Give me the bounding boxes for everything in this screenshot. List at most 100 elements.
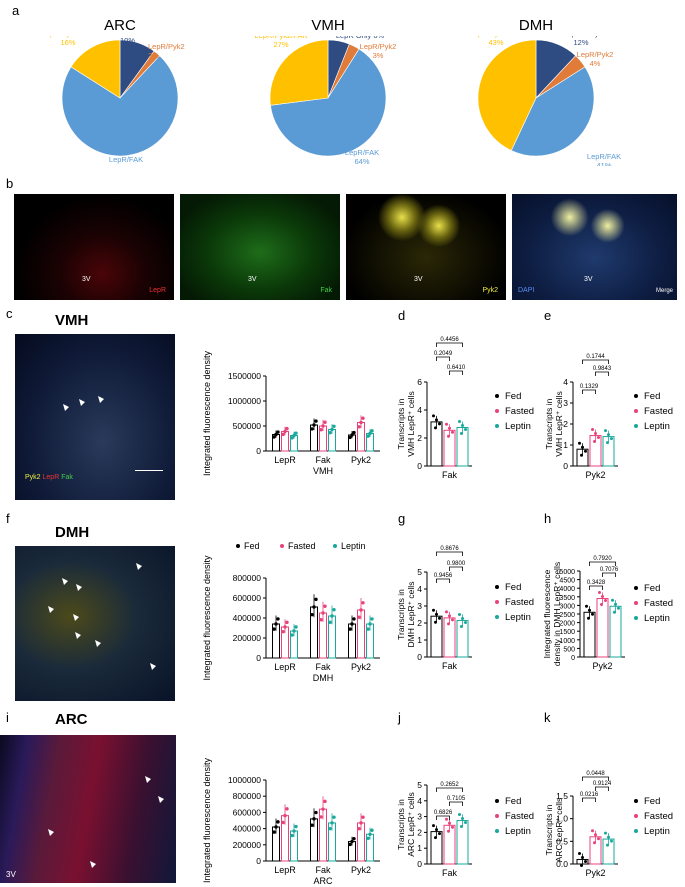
- merge-label: Merge: [655, 288, 673, 294]
- data-point: [598, 591, 601, 595]
- legend-label-fasted: Fasted: [644, 598, 673, 609]
- y-tick-label: 0: [571, 655, 575, 662]
- data-point: [285, 426, 289, 431]
- legend-label-leptin: Leptin: [644, 826, 670, 837]
- data-point: [321, 611, 325, 615]
- data-point: [601, 595, 604, 599]
- legend-label-leptin: Leptin: [644, 421, 670, 432]
- p-value-label: 0.9124: [593, 781, 612, 787]
- y-tick-label: 500000: [233, 421, 262, 431]
- data-point: [461, 817, 464, 821]
- y-tick-label: 4: [417, 796, 422, 806]
- pie-dmh-slice-lepr_fak: [510, 66, 595, 157]
- legend-label-fasted: Fasted: [644, 406, 673, 417]
- data-point: [348, 435, 352, 440]
- significance-bracket: [436, 356, 450, 361]
- data-point: [458, 813, 461, 817]
- legend-marker-fasted: [634, 409, 638, 413]
- data-point: [357, 615, 361, 619]
- data-point: [332, 424, 336, 428]
- data-point: [448, 426, 451, 430]
- data-point: [435, 418, 438, 422]
- data-point: [330, 427, 334, 432]
- data-point: [578, 851, 581, 855]
- y-tick-label: 3: [563, 398, 568, 408]
- channel-label-lepr: LepR: [149, 287, 166, 294]
- x-tick-label: Pyk2: [351, 865, 371, 875]
- p-value-label: 0.1744: [586, 354, 605, 360]
- data-point: [283, 813, 287, 818]
- panel-letter-e: e: [544, 308, 552, 323]
- ventricle-label: 3V: [82, 276, 91, 283]
- p-value-label: 0.3428: [587, 580, 606, 586]
- legend-label-fasted: Fasted: [288, 541, 316, 551]
- data-point: [283, 625, 287, 629]
- y-tick-label: 0: [417, 652, 422, 662]
- legend-marker-fasted: [280, 544, 284, 548]
- data-point: [359, 608, 363, 612]
- data-point: [350, 839, 354, 844]
- pie-vmh-label-lepr_pyk2_fak: LepR/Pyk2/FAK27%: [255, 36, 308, 49]
- legend-marker-fed: [634, 586, 638, 590]
- micrograph-fak: 3V Fak: [180, 194, 340, 300]
- x-tick-label: Pyk2: [351, 662, 371, 672]
- panel-letter-h: h: [544, 511, 552, 526]
- y-tick-label: 3: [417, 812, 422, 822]
- image-title-vmh: VMH: [55, 312, 89, 329]
- pie-title-arc: ARC: [104, 17, 136, 34]
- data-point: [451, 430, 454, 434]
- legend-label-fed: Fed: [505, 796, 521, 807]
- data-point: [438, 616, 441, 620]
- x-tick-label: Pyk2: [351, 455, 371, 465]
- data-point: [272, 627, 276, 631]
- y-tick-label: 1000000: [228, 775, 261, 785]
- y-tick-label: 400000: [233, 824, 262, 834]
- channel-label-fak: Fak: [320, 287, 332, 294]
- data-point: [606, 441, 609, 445]
- data-point: [361, 601, 365, 605]
- y-tick-label: 0: [256, 653, 261, 663]
- data-point: [460, 624, 463, 628]
- legend-label-fasted: Fasted: [644, 811, 673, 822]
- bar-leptin: [609, 605, 622, 658]
- data-point: [597, 436, 600, 440]
- data-point: [617, 606, 620, 610]
- micrograph-pyk2: 3V Pyk2: [346, 194, 506, 300]
- p-value-label: 0.2652: [440, 782, 459, 788]
- pie-arc-label-lepr_only: LepR Only10%: [120, 36, 156, 45]
- y-tick-label: 1.5: [556, 791, 568, 801]
- data-point: [434, 620, 437, 624]
- data-point: [294, 824, 298, 829]
- legend-marker-fed: [634, 799, 638, 803]
- y-tick-label: 400000: [233, 613, 262, 623]
- p-value-label: 0.9843: [593, 366, 612, 372]
- y-tick-label: 4: [417, 405, 422, 415]
- x-axis-label: Pyk2: [592, 661, 612, 671]
- micrograph-lepr: 3V LepR: [14, 194, 174, 300]
- image-title-dmh: DMH: [55, 524, 90, 541]
- data-point: [445, 610, 448, 614]
- data-point: [580, 863, 583, 867]
- data-point: [464, 428, 467, 431]
- legend-marker-leptin: [495, 424, 499, 428]
- data-point: [294, 625, 298, 629]
- y-tick-label: 3000: [559, 603, 575, 610]
- data-point: [328, 826, 332, 831]
- y-tick-label: 1000000: [228, 396, 261, 406]
- p-value-label: 0.6410: [447, 365, 466, 371]
- panel-letter-d: d: [398, 308, 406, 323]
- x-axis-label: Fak: [442, 470, 458, 480]
- y-tick-label: 5: [417, 567, 422, 577]
- channel-label-lepr: LepR: [42, 474, 60, 481]
- pie-dmh-slice-lepr_pyk2_fak: [477, 39, 537, 151]
- channel-label-pyk2: Pyk2: [482, 287, 498, 294]
- y-tick-label: 1000: [559, 638, 575, 645]
- chart-i: 02000004000006000008000001000000Integrat…: [202, 757, 380, 886]
- pie-arc-slice-lepr_fak: [61, 55, 179, 157]
- significance-bracket: [436, 787, 463, 792]
